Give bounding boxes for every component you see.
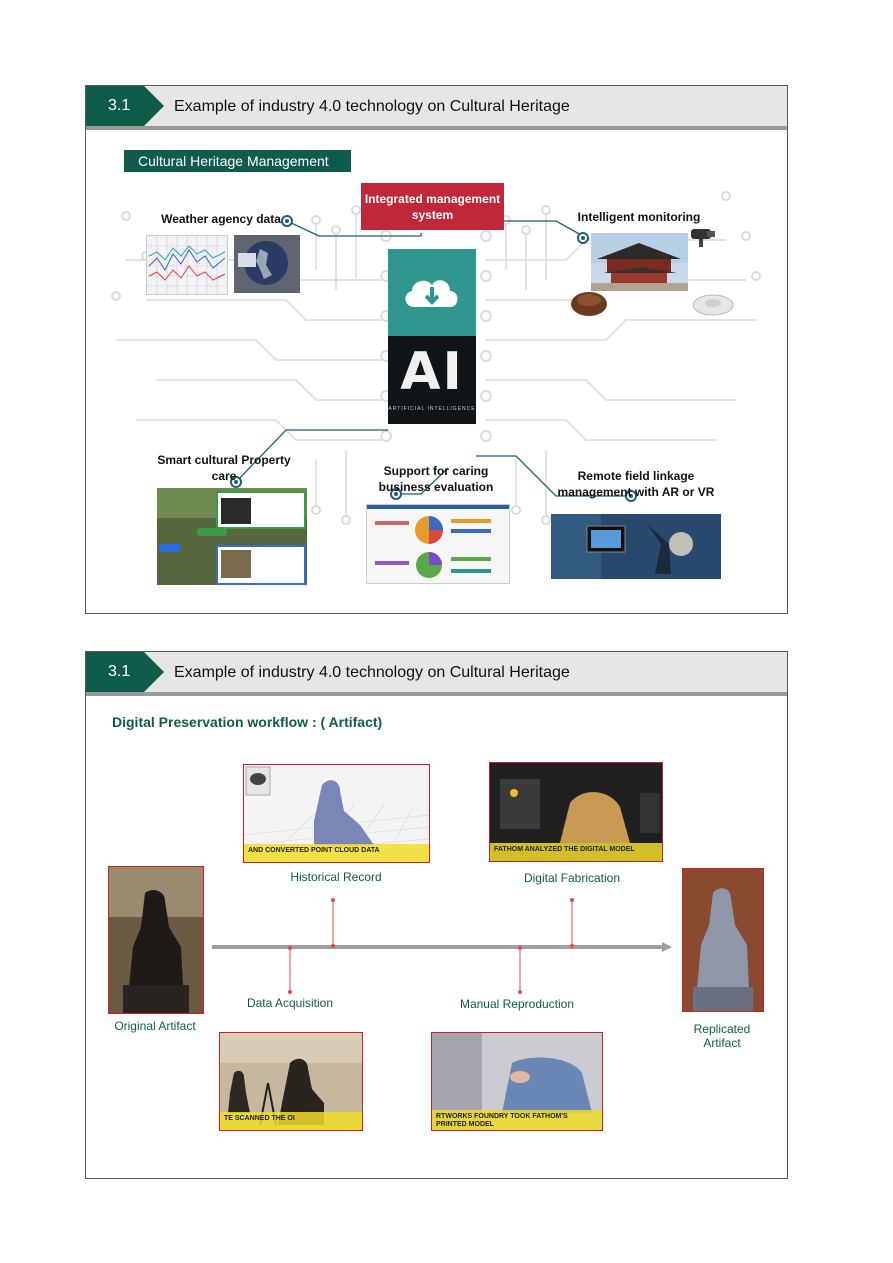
palace-image: [591, 233, 688, 291]
manual-reproduction-label: Manual Reproduction: [459, 997, 575, 1011]
point-cloud-caption: AND CONVERTED POINT CLOUD DATA: [244, 844, 429, 862]
header-rule: [86, 692, 787, 696]
foundry-caption-line2: PRINTED MODEL: [436, 1121, 494, 1128]
replicated-artifact-image: [682, 868, 764, 1012]
original-artifact-image: [108, 866, 204, 1014]
cloud-panel: [388, 249, 476, 336]
slide-digital-preservation: 3.1 Example of industry 4.0 technology o…: [85, 651, 788, 1179]
arrow-right-icon: [662, 942, 672, 952]
cloud-download-icon: [405, 280, 458, 307]
manual-reproduction-image: RTWORKS FOUNDRY TOOK FATHOM'S PRINTED MO…: [431, 1032, 603, 1131]
header-rule: [86, 126, 787, 130]
section-number: 3.1: [86, 86, 144, 126]
section-label: Cultural Heritage Management: [124, 150, 351, 172]
ai-letters: AI: [400, 342, 464, 402]
integrated-management-box: Integrated management system: [361, 183, 504, 230]
monitoring-label: Intelligent monitoring: [577, 210, 701, 224]
ai-panel: AI ARTIFICIAL INTELLIGENCE: [388, 336, 476, 424]
scanning-image: TE SCANNED THE OI: [219, 1032, 363, 1131]
remote-label: Remote field linkage management with AR …: [557, 469, 715, 499]
scanning-caption: TE SCANNED THE OI: [220, 1112, 362, 1130]
fabrication-image: FATHOM ANALYZED THE DIGITAL MODEL: [489, 762, 663, 862]
sensor-image: [690, 289, 736, 319]
foundry-caption-line1: RTWORKS FOUNDRY TOOK FATHOM'S: [436, 1113, 568, 1120]
foundry-caption: RTWORKS FOUNDRY TOOK FATHOM'S PRINTED MO…: [432, 1110, 602, 1130]
fabrication-caption: FATHOM ANALYZED THE DIGITAL MODEL: [490, 843, 662, 861]
section-number: 3.1: [86, 652, 144, 692]
slide-cultural-heritage-management: 3.1 Example of industry 4.0 technology o…: [85, 85, 788, 614]
data-acquisition-label: Data Acquisition: [246, 996, 334, 1010]
weather-label: Weather agency data: [161, 212, 281, 226]
digital-fabrication-label: Digital Fabrication: [523, 871, 621, 885]
point-cloud-image: AND CONVERTED POINT CLOUD DATA: [243, 764, 430, 863]
slide-header: [86, 86, 787, 126]
slide-title: Example of industry 4.0 technology on Cu…: [174, 664, 570, 681]
ai-caption: ARTIFICIAL INTELLIGENCE: [388, 406, 476, 412]
smoke-detector-image: [569, 286, 609, 320]
original-artifact-label: Original Artifact: [114, 1019, 196, 1033]
slide-header: [86, 652, 787, 692]
slide-title: Example of industry 4.0 technology on Cu…: [174, 98, 570, 115]
replicated-artifact-label: Replicated Artifact: [693, 1022, 751, 1050]
smart-care-label: Smart cultural Property care: [157, 453, 291, 483]
weather-satellite-image: [234, 235, 300, 293]
ar-vr-image: [551, 514, 721, 579]
support-eval-label: Support for caring business evaluation: [378, 464, 494, 494]
weather-chart-image: [146, 235, 228, 295]
workflow-title: Digital Preservation workflow : ( Artifa…: [112, 714, 383, 730]
workflow-timeline: [212, 898, 672, 994]
header-arrow-shape: [144, 652, 164, 692]
historical-record-label: Historical Record: [290, 870, 382, 884]
header-arrow-shape: [144, 86, 164, 126]
cctv-camera-image: [689, 225, 719, 251]
business-evaluation-image: [366, 504, 510, 584]
smart-care-image: [157, 488, 307, 585]
